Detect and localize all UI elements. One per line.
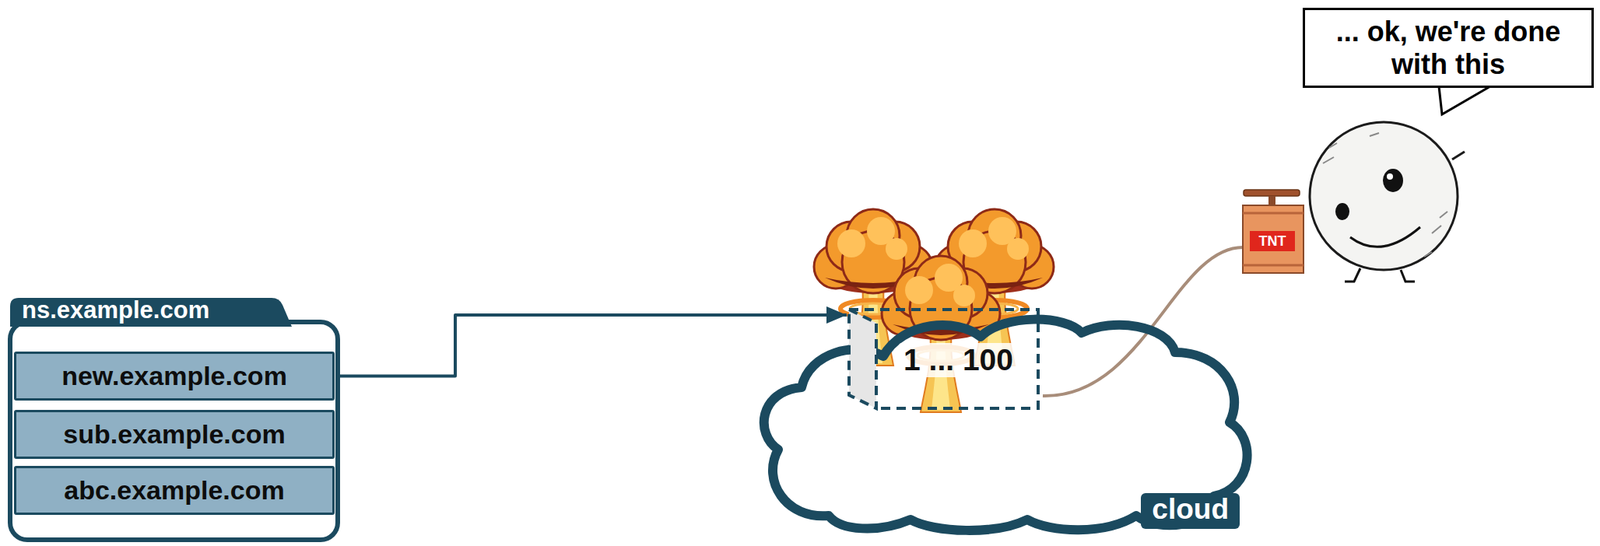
instance-group: 1 ... 100 <box>846 305 1041 411</box>
tnt-label: TNT <box>1256 233 1289 250</box>
domain-box: new.example.com <box>14 351 335 401</box>
node-text: sub.example.com <box>63 419 285 450</box>
character <box>1309 122 1465 282</box>
bubble-tail <box>1438 86 1491 115</box>
cloud-region: cloud 1 ... 100 <box>754 305 1256 536</box>
node-text: 1 ... 100 <box>898 343 1018 379</box>
speech-bubble: ... ok, we're done with this <box>1302 7 1594 88</box>
node-text: ... ok, we're done with this <box>1311 15 1586 81</box>
connector-arrow <box>334 315 847 377</box>
zone-box: ns.example.com new.example.com sub.example… <box>7 295 341 543</box>
label-holder: TNT <box>1249 231 1295 252</box>
tnt-detonator <box>1242 189 1304 274</box>
domain-box: abc.example.com <box>14 466 335 516</box>
node-text: new.example.com <box>61 361 288 392</box>
node-text: abc.example.com <box>63 475 285 506</box>
domain-box: sub.example.com <box>14 410 335 460</box>
node-text: ns.example.com <box>10 295 221 325</box>
node-text: cloud <box>1140 493 1240 530</box>
